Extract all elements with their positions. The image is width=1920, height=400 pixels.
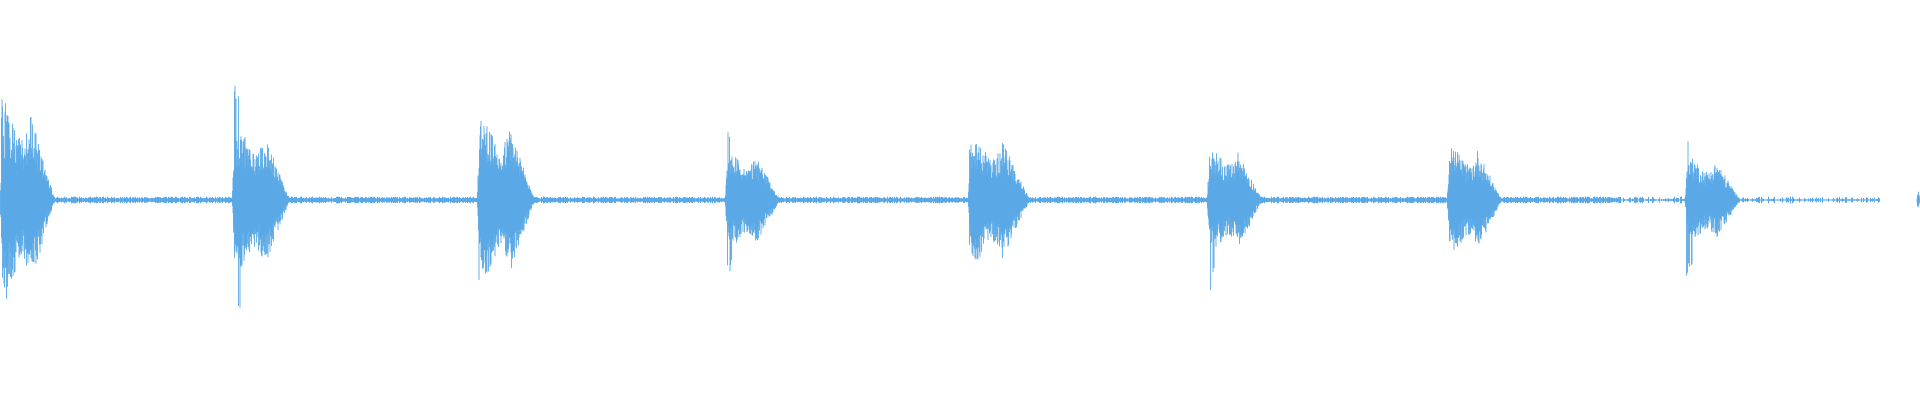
waveform-burst-3: [476, 120, 535, 280]
waveform-burst-1: [0, 99, 55, 300]
waveform-events: [0, 85, 1920, 308]
waveform-burst-7: [1446, 148, 1502, 250]
waveform-burst-6: [1206, 152, 1262, 291]
waveform-burst-5: [967, 143, 1030, 260]
waveform-burst-8: [1684, 141, 1740, 276]
waveform-burst-4: [724, 132, 780, 272]
waveform-burst-9: [1916, 191, 1920, 208]
waveform-burst-2: [231, 85, 290, 308]
